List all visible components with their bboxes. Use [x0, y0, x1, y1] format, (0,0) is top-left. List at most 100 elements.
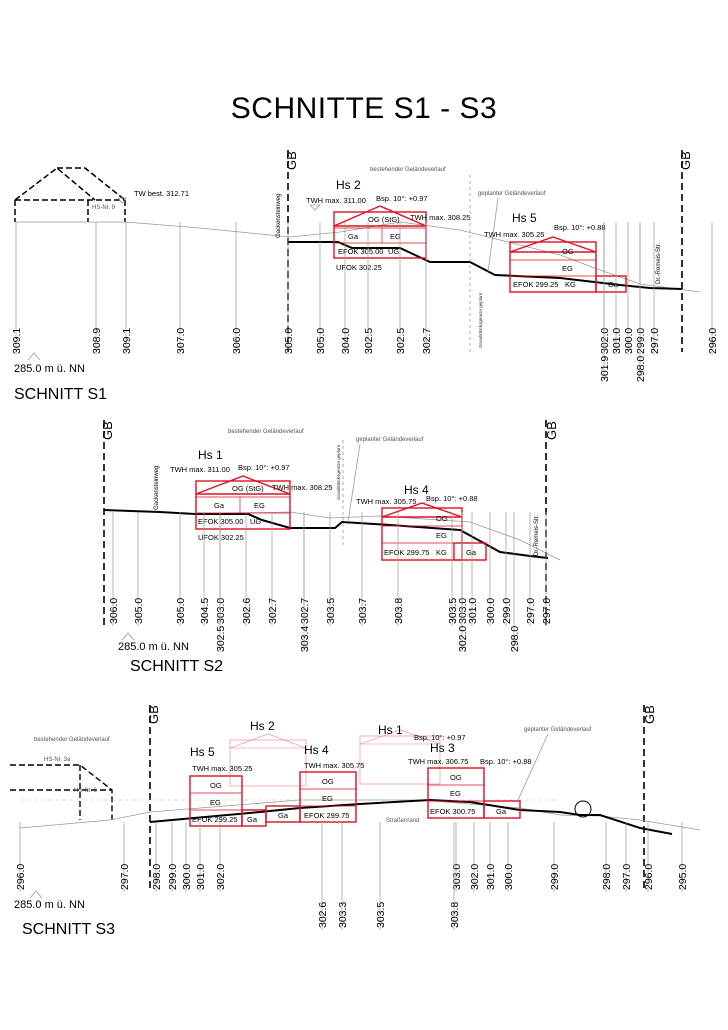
s2-hs4-twh: TWH max. 305.75 [356, 497, 416, 506]
s3-hs3-ga: Ga [496, 807, 507, 816]
s3-hs5-twh: TWH max. 305.25 [192, 764, 252, 773]
s2-hs1-efok: EFOK 305.00 [198, 517, 243, 526]
height-label: 302.7 [267, 598, 279, 624]
height-label: 297.0 [649, 328, 661, 354]
s3-hs3-og: OG [450, 773, 462, 782]
s3-hs1-bsp: Bsp. 10°: +0.97 [414, 733, 466, 742]
s3-hs3-eg: EG [450, 789, 461, 798]
s3-hs5-name: Hs 5 [190, 745, 215, 759]
s1-hs5-roof [509, 236, 597, 253]
height-label: 300.0 [485, 598, 497, 624]
height-label: 298.0 [635, 356, 647, 382]
height-label: 297.0 [541, 598, 553, 624]
s1-hs2-name: Hs 2 [336, 178, 361, 192]
s3-hs3-twh: TWH max. 306.75 [408, 757, 468, 766]
s1-level-marker [117, 197, 127, 204]
height-label: 301.0 [195, 864, 207, 890]
s2-gb-left: GB [100, 421, 115, 440]
height-label: 309.1 [11, 328, 23, 354]
height-label: 297.0 [119, 864, 131, 890]
s3-hs4-box [299, 771, 357, 823]
s1-gb-left: GB [284, 151, 299, 170]
s1-hs5-kg: KG [565, 280, 576, 289]
s3-hs3-box [427, 767, 485, 819]
height-label: 304.0 [340, 328, 352, 354]
height-label: 300.0 [503, 864, 515, 890]
s1-hs2-bsp: Bsp. 10°: +0.97 [376, 194, 428, 203]
s2-hs1-bsp: Bsp. 10°: +0.97 [238, 463, 290, 472]
s1-hs2-ga: Ga [348, 232, 359, 241]
s2-hs1-twh2: TWH max. 308.25 [272, 483, 332, 492]
height-label: 302.6 [317, 902, 329, 928]
height-label: 303.8 [449, 902, 461, 928]
s3-hs5-efok: EFOK 299.25 [192, 815, 237, 824]
s2-hs1-name: Hs 1 [198, 448, 223, 462]
height-label: 303.5 [447, 598, 459, 624]
s2-hs1-ufok: UFOK 302.25 [198, 533, 244, 542]
height-label: 298.0 [601, 864, 613, 890]
s2-hs1-roof [195, 475, 291, 495]
s3-hs-nr-a: HS-Nr. 3a [44, 757, 71, 763]
s1-reference-label: 285.0 m ü. NN [14, 363, 85, 375]
s3-planned-terrain [149, 798, 673, 835]
s3-ghost-houses [229, 729, 441, 787]
s2-hs1-twh: TWH max. 311.00 [170, 465, 230, 474]
height-label: 302.7 [421, 328, 433, 354]
height-label: 303.5 [375, 902, 387, 928]
s1-property-line: Grundstücksgrenze geplant [478, 292, 483, 348]
height-label: 299.0 [501, 598, 513, 624]
s1-hs5-og: OG [562, 247, 574, 256]
s3-reference: 285.0 m ü. NN [14, 890, 85, 911]
s2-reference: 285.0 m ü. NN [118, 632, 189, 653]
s3-hs5-og: OG [210, 781, 222, 790]
s1-reference: 285.0 m ü. NN [14, 352, 85, 375]
height-label: 300.0 [623, 328, 635, 354]
s3-hs3-name: Hs 3 [430, 741, 455, 755]
s1-hs5-efok: EFOK 299.25 [513, 280, 558, 289]
height-label: 303.4 [299, 626, 311, 652]
s1-hs-nr: HS-Nr. 9 [92, 205, 116, 211]
s1-hs5-twh: TWH max. 305.25 [484, 230, 544, 239]
height-label: 303.8 [393, 598, 405, 624]
s1-gb-right: GB [678, 151, 693, 170]
height-label: 307.0 [175, 328, 187, 354]
s3-hs4-ga: Ga [278, 811, 289, 820]
s2-section-label: SCHNITT S2 [130, 658, 224, 675]
height-label: 303.0 [215, 598, 227, 624]
s3-hs4-name: Hs 4 [304, 743, 329, 757]
s1-hs5-box [509, 241, 597, 293]
s2-hs4-efok: EFOK 299.75 [384, 548, 429, 557]
s3-hs4-eg: EG [322, 794, 333, 803]
s3-hs4-twh: TWH max. 305.75 [304, 761, 364, 770]
height-label: 298.0 [151, 864, 163, 890]
s2-existing-label: bestehender Geländeverlauf [228, 429, 304, 435]
height-label: 300.0 [181, 864, 193, 890]
s3-section-label: SCHNITT S3 [22, 921, 116, 938]
s1-planned-label: geplanter Geländeverlauf [478, 191, 546, 197]
height-label: 299.0 [635, 328, 647, 354]
s2-hs1-og: OG (StG) [232, 484, 264, 493]
s3-hs4-efok: EFOK 299.75 [304, 811, 349, 820]
height-label: 303.3 [337, 902, 349, 928]
s2-hs4-name: Hs 4 [404, 483, 429, 497]
height-label: 301.9 [599, 356, 611, 382]
s1-hs5-name: Hs 5 [512, 211, 537, 225]
s3-gb-right: GB [642, 705, 657, 724]
s2-planned-label: geplanter Geländeverlauf [356, 437, 424, 443]
height-label: 301.0 [467, 598, 479, 624]
s3-road-edge: Straßenrand [386, 818, 419, 824]
s2-street-left: Gackensteinweg [154, 466, 160, 510]
s2-street-right: Dr.-Remeis-Str. [534, 515, 540, 556]
height-label: 305.0 [315, 328, 327, 354]
s2-hs1-ug: UG [250, 517, 261, 526]
height-label: 305.0 [283, 328, 295, 354]
height-label: 306.0 [108, 598, 120, 624]
s3-hs2-name: Hs 2 [250, 719, 275, 733]
s2-hs4-og: OG [436, 514, 448, 523]
height-label: 302.0 [215, 864, 227, 890]
height-label: 298.0 [509, 626, 521, 652]
s3-existing-label: bestehender Geländeverlauf [34, 737, 110, 743]
